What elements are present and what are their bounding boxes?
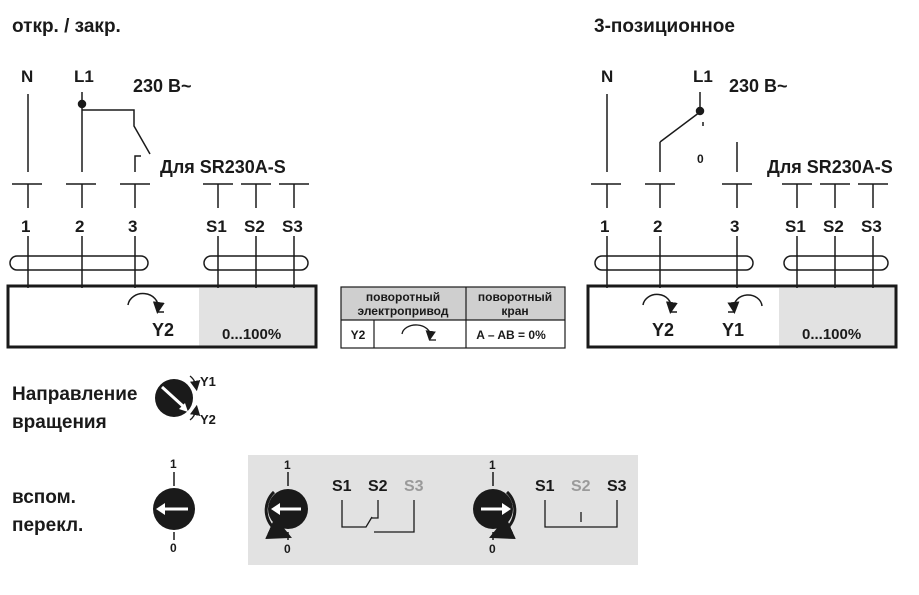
left-aux-label: Для SR230A-S: [160, 157, 286, 177]
right-y1-rotation-icon: [727, 294, 763, 314]
left-y2-label: Y2: [152, 320, 174, 340]
state2-mark-1: 1: [489, 458, 496, 472]
aux-state-2: 1 0 S1 S2 S3: [473, 458, 627, 556]
direction-knob-pointer: [160, 385, 186, 409]
right-terminal-3: 3: [730, 217, 739, 236]
left-terminal-2: 2: [75, 217, 84, 236]
y2-arrow-icon: [189, 404, 201, 421]
left-terminal-s2: S2: [244, 217, 265, 236]
left-terminal-s3: S3: [282, 217, 303, 236]
right-range: 0...100%: [802, 326, 861, 343]
direction-label-2: вращения: [12, 412, 107, 433]
right-l1-label: L1: [693, 67, 713, 86]
right-terminal-s3: S3: [861, 217, 882, 236]
aux-state-1: 1 0 S1 S2 S3: [264, 458, 424, 556]
state2-rotation-arrow-icon: [489, 490, 517, 540]
left-terminal-s1: S1: [206, 217, 227, 236]
left-actuator-box: [6, 284, 318, 349]
left-terminal-3: 3: [128, 217, 137, 236]
left-terminal-1: 1: [21, 217, 30, 236]
left-l1-label: L1: [74, 67, 94, 86]
left-circuit: откр. / закр. N L1 230 В~ Для SR230A-S: [6, 16, 318, 349]
right-wires: [591, 92, 889, 317]
rotation-table: поворотный электропривод поворотный кран…: [340, 286, 566, 349]
direction-y2: Y2: [200, 412, 216, 427]
left-y2-rotation-icon: [127, 292, 165, 314]
aux-switch-section: вспом. перекл. 1 0 1 0 S1 S2 S3: [12, 455, 638, 565]
right-terminal-1: 1: [600, 217, 609, 236]
left-n-label: N: [21, 67, 33, 86]
right-zero-mark: 0: [697, 152, 704, 166]
right-terminal-s2: S2: [823, 217, 844, 236]
table-row-label: Y2: [351, 328, 366, 342]
rotation-direction: Направление вращения Y1 Y2: [12, 374, 216, 433]
right-circuit: 3-позиционное N L1 230 В~ Для SR230A-S 0: [586, 16, 898, 349]
right-terminal-s1: S1: [785, 217, 806, 236]
right-aux-zone: [779, 288, 895, 346]
table-header-valve-2: кран: [501, 304, 528, 318]
direction-y1: Y1: [200, 374, 216, 389]
right-title: 3-позиционное: [594, 16, 735, 37]
state1-s3: S3: [404, 478, 424, 495]
aux-knob-mark-1: 1: [170, 457, 177, 471]
state1-mark-0: 0: [284, 542, 291, 556]
right-actuator-box: [586, 284, 898, 349]
right-aux-label: Для SR230A-S: [767, 157, 893, 177]
left-title: откр. / закр.: [12, 16, 121, 37]
direction-label-1: Направление: [12, 384, 137, 405]
aux-label-1: вспом.: [12, 487, 76, 508]
right-n-label: N: [601, 67, 613, 86]
table-rotation-icon: [401, 324, 436, 342]
state2-mark-0: 0: [489, 542, 496, 556]
y1-arrow-icon: [189, 375, 201, 392]
table-header-actuator-2: электропривод: [358, 304, 449, 318]
state2-s3: S3: [607, 478, 627, 495]
table-header-actuator-1: поворотный: [366, 290, 440, 304]
state2-s2: S2: [571, 478, 591, 495]
table-row-valve: A – AB = 0%: [476, 328, 546, 342]
aux-switch-panel: [248, 455, 638, 565]
aux-knob-mark-0: 0: [170, 541, 177, 555]
right-y2-label: Y2: [652, 320, 674, 340]
state1-s1: S1: [332, 478, 352, 495]
left-range: 0...100%: [222, 326, 281, 343]
state1-rotation-arrow-icon: [264, 490, 292, 540]
right-voltage: 230 В~: [729, 76, 788, 96]
right-y2-rotation-icon: [642, 293, 678, 314]
state1-mark-1: 1: [284, 458, 291, 472]
right-terminal-2: 2: [653, 217, 662, 236]
right-y1-label: Y1: [722, 320, 744, 340]
left-aux-zone: [199, 288, 315, 346]
state1-s2: S2: [368, 478, 388, 495]
state2-s1: S1: [535, 478, 555, 495]
aux-label-2: перекл.: [12, 515, 83, 536]
left-voltage: 230 В~: [133, 76, 192, 96]
table-header-valve-1: поворотный: [478, 290, 552, 304]
left-wires: [9, 92, 309, 317]
